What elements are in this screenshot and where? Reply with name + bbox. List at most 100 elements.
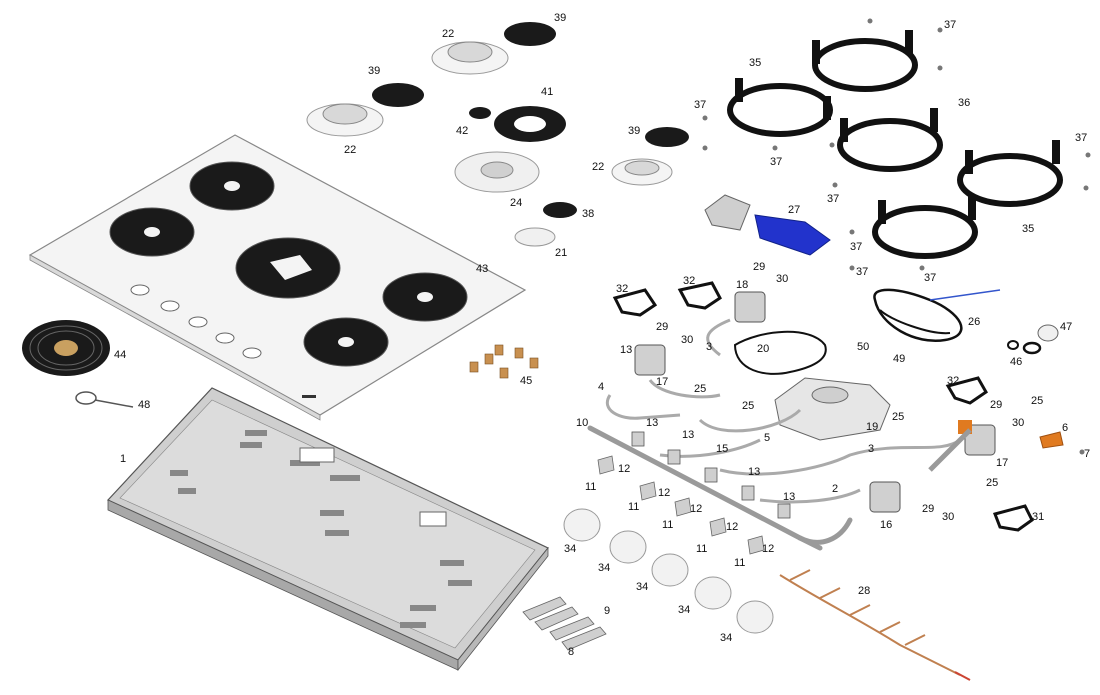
label-11c: 11 xyxy=(662,519,673,531)
gas-valves xyxy=(634,291,996,513)
label-22b: 22 xyxy=(442,28,454,40)
label-30b: 30 xyxy=(681,334,693,346)
label-17b: 17 xyxy=(996,457,1008,469)
ignition-module xyxy=(704,194,831,256)
label-22c: 22 xyxy=(592,161,604,173)
label-39b: 39 xyxy=(554,12,566,24)
label-34a: 34 xyxy=(564,543,576,555)
label-42: 42 xyxy=(456,125,468,137)
label-35a: 35 xyxy=(749,57,761,69)
label-3a: 3 xyxy=(706,341,712,353)
label-4: 4 xyxy=(598,381,604,393)
clip xyxy=(1039,431,1064,449)
label-26: 26 xyxy=(968,316,980,328)
label-39c: 39 xyxy=(628,125,640,137)
injectors xyxy=(469,344,539,379)
label-3b: 3 xyxy=(868,443,874,455)
label-11d: 11 xyxy=(696,543,707,555)
label-29b: 29 xyxy=(656,321,668,333)
label-25e: 25 xyxy=(986,477,998,489)
label-10: 10 xyxy=(576,417,588,429)
label-38: 38 xyxy=(582,208,594,220)
label-18: 18 xyxy=(736,279,748,291)
label-34b: 34 xyxy=(598,562,610,574)
label-11a: 11 xyxy=(585,481,596,493)
label-13d: 13 xyxy=(748,466,760,478)
label-17a: 17 xyxy=(656,376,668,388)
label-21: 21 xyxy=(555,247,567,259)
label-41: 41 xyxy=(541,86,553,98)
label-37e: 37 xyxy=(827,193,839,205)
label-44: 44 xyxy=(114,349,126,361)
gaskets xyxy=(612,281,1034,532)
label-47: 47 xyxy=(1060,321,1072,333)
base-pan xyxy=(106,387,549,672)
label-13c: 13 xyxy=(682,429,694,441)
label-30a: 30 xyxy=(776,273,788,285)
label-6: 6 xyxy=(1062,422,1068,434)
label-31: 31 xyxy=(1032,511,1044,523)
label-29d: 29 xyxy=(922,503,934,515)
label-39a: 39 xyxy=(368,65,380,77)
label-12e: 12 xyxy=(762,543,774,555)
label-37g: 37 xyxy=(856,266,868,278)
large-gasket xyxy=(733,330,827,375)
label-36: 36 xyxy=(958,97,970,109)
label-43: 43 xyxy=(476,263,488,275)
label-25c: 25 xyxy=(892,411,904,423)
label-11b: 11 xyxy=(628,501,639,513)
label-29a: 29 xyxy=(753,261,765,273)
label-37c: 37 xyxy=(770,156,782,168)
label-25a: 25 xyxy=(694,383,706,395)
label-37f: 37 xyxy=(850,241,862,253)
label-37b: 37 xyxy=(694,99,706,111)
label-27: 27 xyxy=(788,204,800,216)
wire-harness xyxy=(873,288,1001,343)
label-13b: 13 xyxy=(646,417,658,429)
label-29c: 29 xyxy=(990,399,1002,411)
label-1: 1 xyxy=(120,453,126,465)
label-25d: 25 xyxy=(1031,395,1043,407)
control-knobs xyxy=(563,508,774,634)
gas-pipes xyxy=(587,425,853,551)
service-key xyxy=(75,391,134,408)
label-15: 15 xyxy=(716,443,728,455)
thermocouple-assembly xyxy=(779,569,961,676)
label-16: 16 xyxy=(880,519,892,531)
cooktop-top-plate xyxy=(28,134,527,421)
label-11e: 11 xyxy=(734,557,745,569)
label-37d: 37 xyxy=(1075,132,1087,144)
label-13e: 13 xyxy=(783,491,795,503)
label-12a: 12 xyxy=(618,463,630,475)
label-32c: 32 xyxy=(947,375,959,387)
label-25b: 25 xyxy=(742,400,754,412)
label-34d: 34 xyxy=(678,604,690,616)
label-35b: 35 xyxy=(1022,223,1034,235)
label-2: 2 xyxy=(832,483,838,495)
burner-parts xyxy=(306,22,689,247)
label-5: 5 xyxy=(764,432,770,444)
label-49: 49 xyxy=(893,353,905,365)
gasket-roll xyxy=(22,320,110,376)
label-9: 9 xyxy=(604,605,610,617)
label-22a: 22 xyxy=(344,144,356,156)
label-12b: 12 xyxy=(658,487,670,499)
label-24: 24 xyxy=(510,197,522,209)
label-37a: 37 xyxy=(944,19,956,31)
label-28: 28 xyxy=(858,585,870,597)
mounting-brackets xyxy=(597,455,765,555)
part-labels: 1 43 44 48 45 22 39 22 39 41 42 24 38 21… xyxy=(114,12,1090,658)
label-48: 48 xyxy=(138,399,150,411)
label-13a: 13 xyxy=(620,344,632,356)
label-37h: 37 xyxy=(924,272,936,284)
label-12d: 12 xyxy=(726,521,738,533)
label-30c: 30 xyxy=(1012,417,1024,429)
label-50: 50 xyxy=(857,341,869,353)
label-32a: 32 xyxy=(616,283,628,295)
label-32b: 32 xyxy=(683,275,695,287)
label-7: 7 xyxy=(1084,448,1090,460)
label-34c: 34 xyxy=(636,581,648,593)
label-46: 46 xyxy=(1010,356,1022,368)
knob-springs xyxy=(522,596,607,651)
